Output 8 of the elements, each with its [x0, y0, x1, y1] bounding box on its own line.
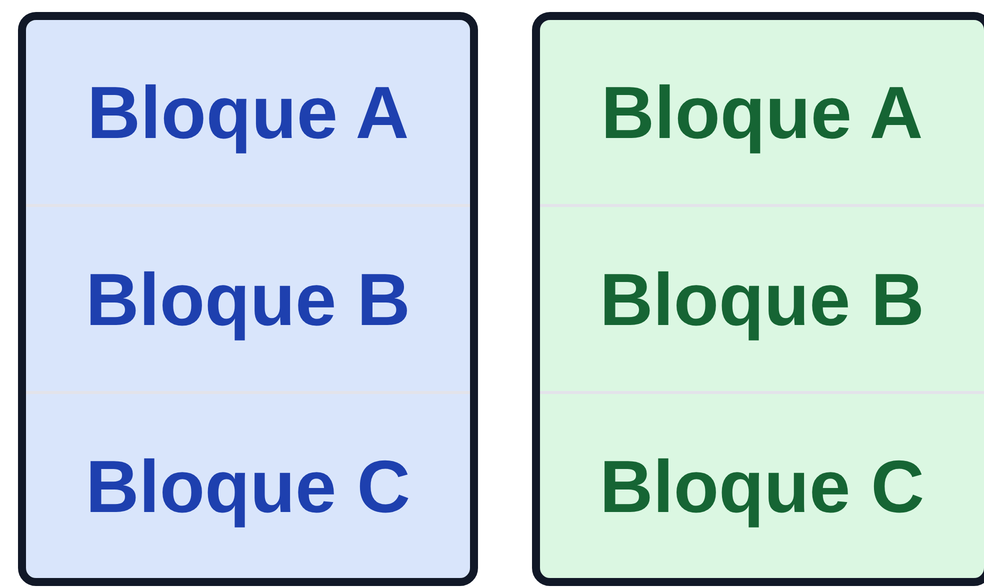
block-label: Bloque A — [86, 70, 409, 154]
card-panel — [18, 12, 478, 586]
block-label: Bloque B — [86, 256, 410, 342]
block-label: Bloque A — [600, 70, 923, 154]
card-panel — [532, 12, 984, 586]
block-label: Bloque C — [86, 444, 410, 528]
block-label: Bloque C — [600, 444, 924, 528]
block-label: Bloque B — [600, 256, 924, 342]
